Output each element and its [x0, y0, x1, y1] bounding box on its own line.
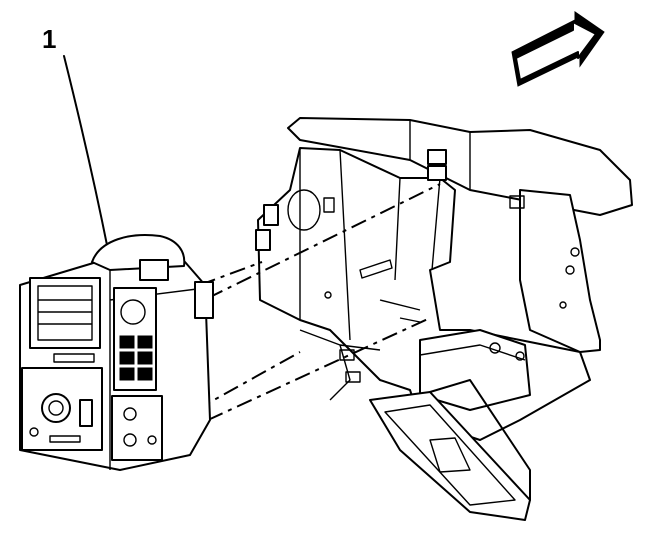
instrument-panel-carrier — [255, 117, 633, 521]
forward-arrow-icon — [511, 11, 605, 87]
accessory-trim-plate-assembly — [19, 234, 214, 471]
callout-leader-line — [63, 55, 109, 251]
callout-label: 1 — [42, 24, 56, 54]
